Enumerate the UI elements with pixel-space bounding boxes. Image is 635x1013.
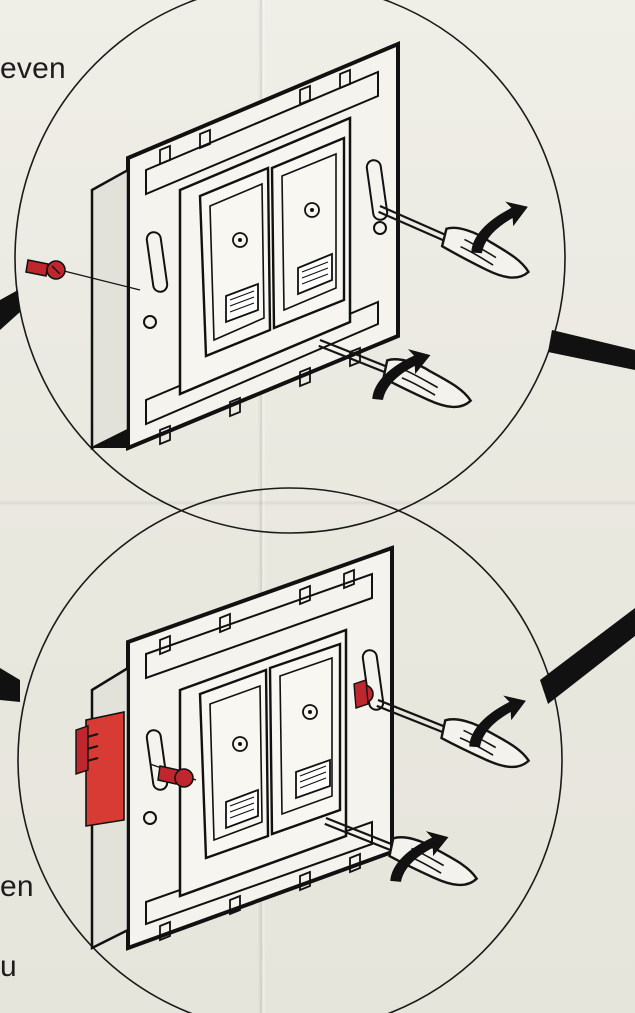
rj45-socket-left-bottom — [198, 668, 270, 860]
red-claw-icon — [75, 711, 125, 827]
red-screw-icon — [149, 763, 197, 788]
red-screw-icon — [353, 679, 374, 709]
illustration-top — [0, 0, 635, 534]
text-fragment-bottom: u — [0, 950, 17, 983]
illustration-bottom — [0, 487, 635, 1013]
paper-fold-vertical — [258, 0, 266, 1013]
text-fragment-top: even — [0, 52, 66, 85]
rj45-socket-left-top — [198, 166, 272, 358]
rj45-socket-right-bottom — [268, 642, 342, 836]
red-screw-icon — [25, 259, 141, 291]
text-fragment-middle: en — [0, 870, 34, 903]
rj45-socket-right-top — [270, 136, 346, 330]
paper-fold-horizontal — [0, 500, 635, 506]
